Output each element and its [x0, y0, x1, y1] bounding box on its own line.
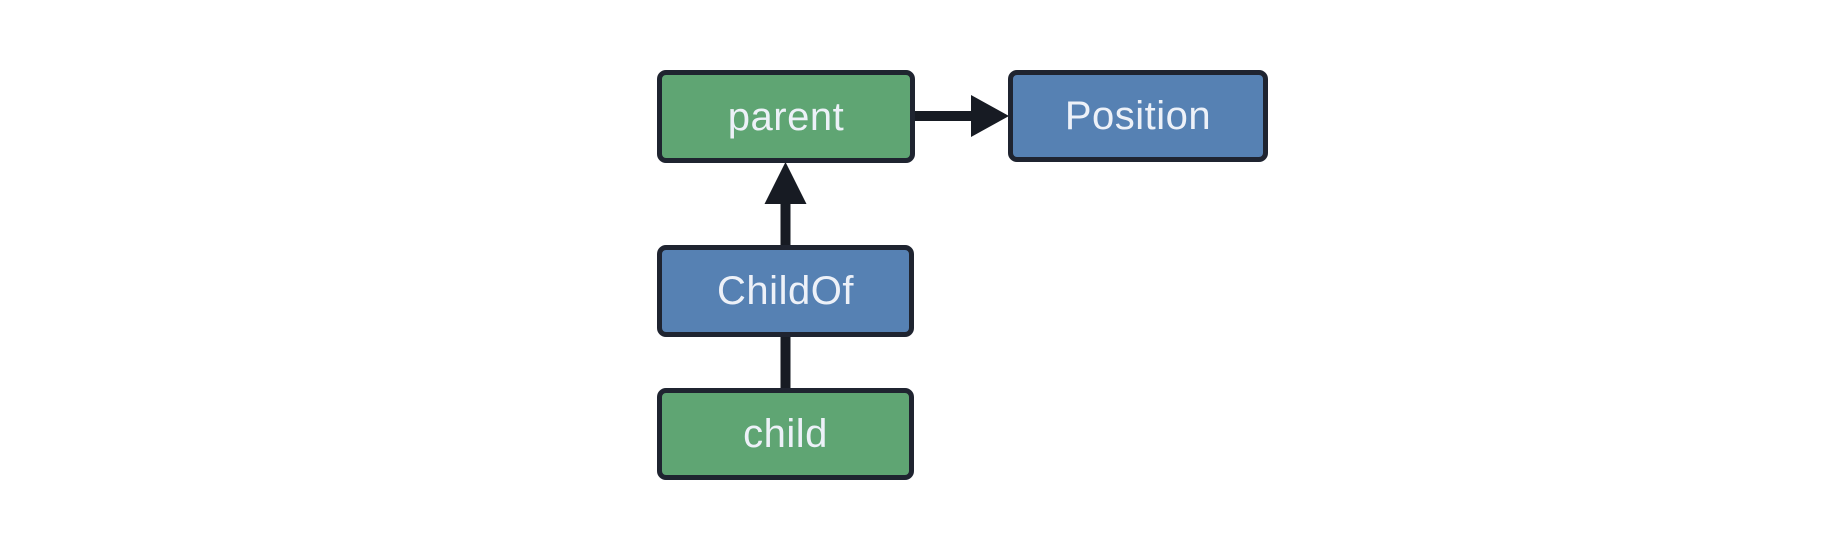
- node-child: child: [657, 388, 914, 480]
- node-parent-label: parent: [727, 94, 845, 139]
- edge-parent-to-position: [913, 95, 1009, 137]
- node-position-label: Position: [1064, 94, 1212, 138]
- node-childof-label: ChildOf: [717, 269, 854, 313]
- node-childof: ChildOf: [657, 245, 914, 337]
- node-parent: parent: [657, 70, 915, 163]
- edge-parent-to-position-arrowhead-icon: [971, 95, 1009, 137]
- node-child-label: child: [743, 412, 828, 456]
- edge-childof-to-parent-arrowhead-icon: [764, 162, 807, 204]
- edge-childof-to-parent: [764, 162, 807, 247]
- node-position: Position: [1008, 70, 1268, 162]
